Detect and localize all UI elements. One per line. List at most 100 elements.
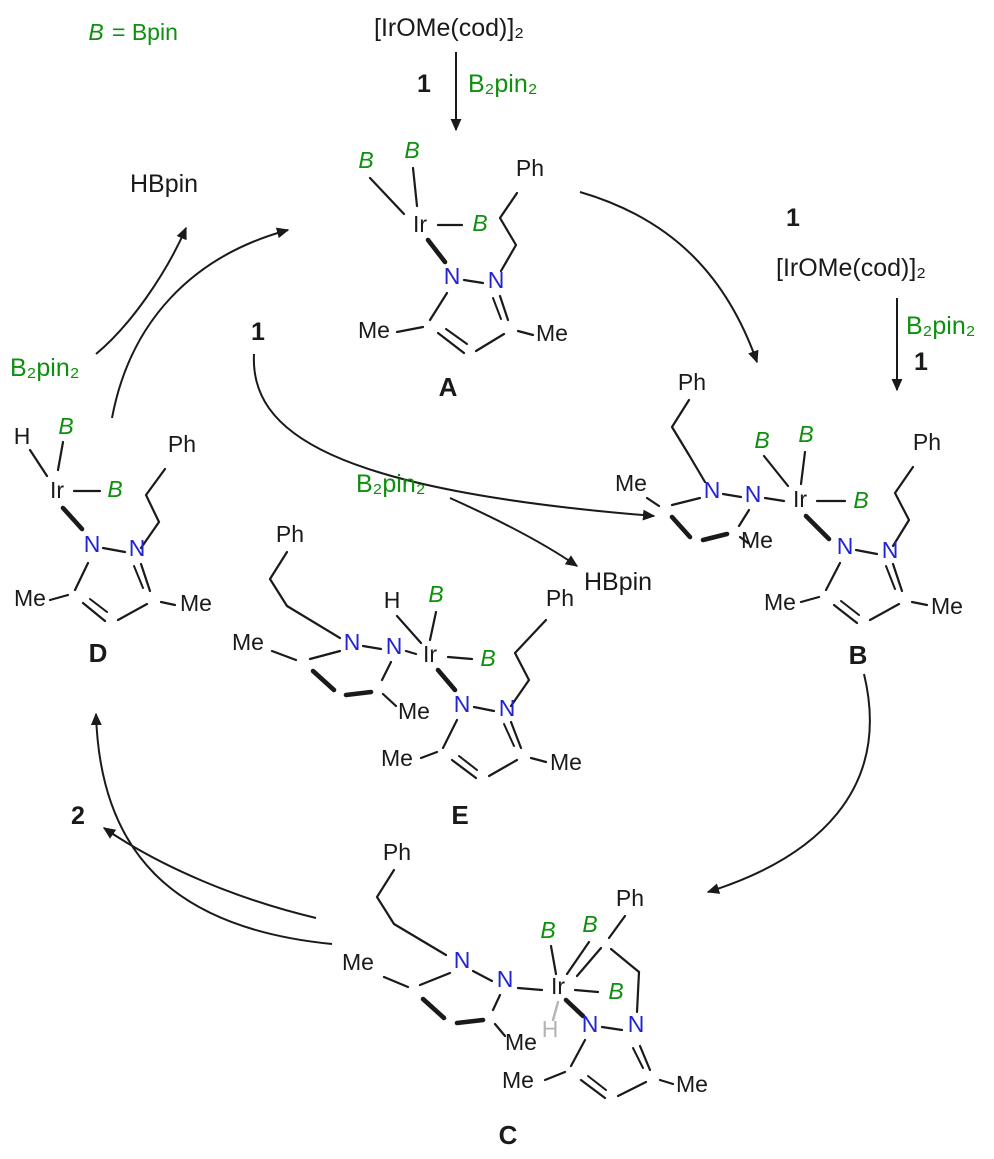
b2pin2-top: B₂pin₂ — [468, 70, 537, 98]
ir-precursor-top: [IrOMe(cod)]₂ — [374, 14, 524, 42]
arrow-c-to-2 — [102, 827, 317, 919]
arrow-b-to-c — [706, 673, 871, 894]
complex-b-bonds — [645, 398, 929, 625]
number-1-right-lower: 1 — [914, 348, 928, 376]
complex-d-hydride: H — [14, 423, 31, 449]
complex-a-n2: N — [488, 267, 505, 293]
arrow-b2pin2-in-hbpin-out-left — [95, 226, 187, 355]
complex-b-double-bonds — [840, 565, 896, 616]
complex-c-bonds — [375, 868, 675, 1100]
complex-b-boryl-1: B — [754, 427, 769, 453]
complex-d-bonds — [28, 440, 177, 623]
complex-d-me-right: Me — [180, 590, 212, 616]
complex-a-boryl-1: B — [358, 147, 373, 173]
complex-a-me-left: Me — [358, 317, 390, 343]
complex-e-me-4: Me — [550, 749, 582, 775]
number-1-top: 1 — [417, 70, 431, 98]
complex-b-boryl-2: B — [798, 421, 813, 447]
legend-b: B — [88, 19, 103, 45]
complex-d-ph: Ph — [168, 431, 196, 457]
arrows — [90, 52, 903, 945]
complex-a-ph: Ph — [516, 155, 544, 181]
complex-e-me-1: Me — [232, 629, 264, 655]
complex-b-n3: N — [837, 533, 854, 559]
complex-e-double-bonds — [458, 723, 515, 771]
species-label-a: A — [439, 372, 458, 402]
complex-b-me-1: Me — [615, 470, 647, 496]
complex-c-ph-right: Ph — [616, 885, 644, 911]
arrow-b2pin2-in-hbpin-out-center — [449, 497, 579, 567]
complex-d-boryl-1: B — [58, 413, 73, 439]
complex-c-n3: N — [582, 1011, 599, 1037]
legend-bpin: = Bpin — [112, 19, 178, 45]
complex-b-n2: N — [745, 481, 762, 507]
complex-b-boryl-3: B — [853, 487, 868, 513]
number-2-product: 2 — [71, 802, 85, 830]
complex-a-boryl-2: B — [404, 137, 419, 163]
complex-c-ir-h-bond — [551, 1000, 560, 1022]
complex-b-me-3: Me — [764, 589, 796, 615]
complex-a-ir: Ir — [413, 211, 427, 237]
complex-d-n2: N — [129, 535, 146, 561]
arrow-c-to-d — [90, 712, 333, 945]
complex-e-hydride: H — [384, 587, 401, 613]
complex-a-double-bonds — [445, 297, 502, 345]
complex-e-bold-bonds — [310, 667, 458, 698]
arrow-1-to-b — [252, 353, 656, 521]
complex-b-ph-left: Ph — [678, 369, 706, 395]
complex-a: B B Ir B N N Ph Me Me A — [358, 137, 568, 402]
number-1-right-upper: 1 — [786, 204, 800, 232]
complex-b-n4: N — [882, 537, 899, 563]
arrow-a-to-b — [579, 191, 759, 364]
arrow-d-to-a — [111, 227, 290, 419]
complex-c-n2: N — [497, 966, 514, 992]
complex-d-double-bonds — [89, 565, 144, 613]
complex-c-double-bonds — [587, 1047, 644, 1091]
species-label-d: D — [89, 638, 108, 668]
complex-e-ph-right: Ph — [546, 585, 574, 611]
complex-b-n1: N — [704, 477, 721, 503]
complex-d-me-left: Me — [14, 585, 46, 611]
complex-c: Ph Me N N B B Ir B Ph H Me N N Me Me C — [342, 839, 708, 1150]
complex-c-me-4: Me — [676, 1071, 708, 1097]
complex-e-n1: N — [344, 629, 361, 655]
complex-b: Ph Me N N Me B B Ir B N N Ph Me Me B — [615, 369, 963, 670]
b2pin2-right: B₂pin₂ — [906, 312, 975, 340]
complex-c-me-1: Me — [342, 949, 374, 975]
complex-e-me-2: Me — [398, 698, 430, 724]
complex-e-me-3: Me — [381, 745, 413, 771]
complex-c-boryl-1: B — [540, 917, 555, 943]
complex-e: Ph Me N N H B Ir B Ph Me N N Me Me E — [232, 521, 582, 830]
complex-c-boryl-3: B — [608, 978, 623, 1004]
complex-e-n2: N — [386, 633, 403, 659]
complex-a-ir-n-wedge — [425, 237, 448, 265]
complex-c-boryl-2: B — [582, 911, 597, 937]
complex-a-boryl-3: B — [472, 210, 487, 236]
complex-c-n1: N — [454, 947, 471, 973]
hbpin-center: HBpin — [584, 568, 652, 596]
species-label-e: E — [451, 800, 468, 830]
complex-e-ph-left: Ph — [276, 521, 304, 547]
complex-b-me-4: Me — [931, 593, 963, 619]
complex-a-bonds — [368, 166, 535, 355]
complex-d-boryl-2: B — [107, 476, 122, 502]
complex-b-ir: Ir — [793, 486, 807, 512]
complex-e-boryl-2: B — [480, 645, 495, 671]
complex-e-ir: Ir — [423, 641, 437, 667]
complex-b-bold-bonds — [669, 513, 832, 543]
complex-e-n3: N — [454, 691, 471, 717]
complex-a-n1: N — [444, 263, 461, 289]
complex-d: H B Ir B N N Ph Me Me D — [14, 413, 212, 668]
complex-d-ir: Ir — [50, 477, 64, 503]
complex-c-n4: N — [628, 1011, 645, 1037]
b2pin2-left: B₂pin₂ — [10, 354, 79, 382]
complex-e-bonds — [268, 550, 548, 780]
hbpin-top-left: HBpin — [130, 170, 198, 198]
number-1-center: 1 — [251, 318, 265, 346]
complex-b-me-2: Me — [741, 527, 773, 553]
complex-b-ph-right: Ph — [913, 429, 941, 455]
complex-e-n4: N — [499, 695, 516, 721]
complex-a-me-right: Me — [536, 320, 568, 346]
